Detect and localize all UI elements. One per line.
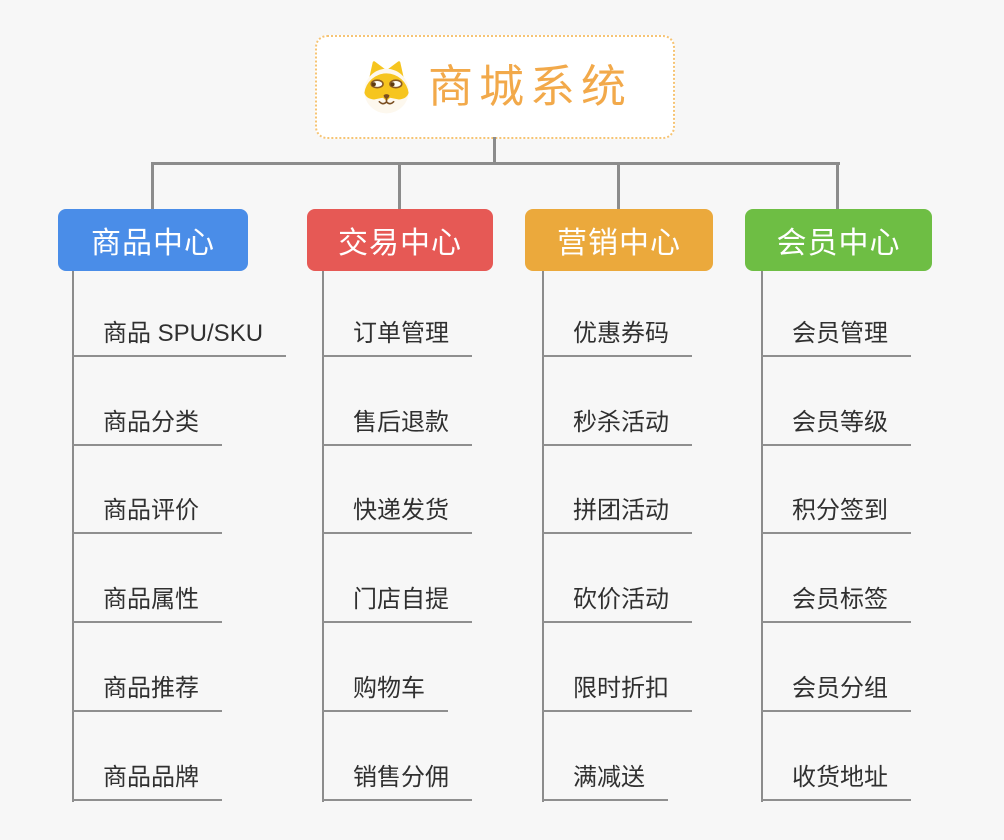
leaf-node[interactable]: 商品 SPU/SKU <box>72 318 287 357</box>
connector-branch-stub <box>617 162 620 210</box>
root-node[interactable]: 商城系统 <box>315 35 675 139</box>
leaf-node[interactable]: 收货地址 <box>761 762 911 801</box>
branch-trunk-line <box>72 271 74 802</box>
leaf-node[interactable]: 销售分佣 <box>322 762 472 801</box>
branch-trunk-line <box>322 271 324 802</box>
leaf-node[interactable]: 商品分类 <box>72 407 222 446</box>
leaf-node[interactable]: 砍价活动 <box>542 584 692 623</box>
leaf-node[interactable]: 订单管理 <box>322 318 472 357</box>
leaf-node[interactable]: 售后退款 <box>322 407 472 446</box>
leaf-node[interactable]: 商品评价 <box>72 495 222 534</box>
leaf-node[interactable]: 门店自提 <box>322 584 472 623</box>
branch-trunk-line <box>761 271 763 802</box>
connector-root-stem <box>493 137 496 163</box>
leaf-node[interactable]: 满减送 <box>542 762 668 801</box>
connector-horizontal-bar <box>151 162 840 165</box>
branch-node-members[interactable]: 会员中心 <box>745 209 932 271</box>
leaf-node[interactable]: 商品推荐 <box>72 673 222 712</box>
branch-node-products[interactable]: 商品中心 <box>58 209 248 271</box>
leaf-node[interactable]: 商品品牌 <box>72 762 222 801</box>
branch-node-trade[interactable]: 交易中心 <box>307 209 493 271</box>
leaf-node[interactable]: 快递发货 <box>322 495 472 534</box>
leaf-node[interactable]: 优惠券码 <box>542 318 692 357</box>
leaf-node[interactable]: 商品属性 <box>72 584 222 623</box>
connector-branch-stub <box>836 162 839 210</box>
leaf-node[interactable]: 秒杀活动 <box>542 407 692 446</box>
leaf-node[interactable]: 积分签到 <box>761 495 911 534</box>
leaf-node[interactable]: 会员管理 <box>761 318 911 357</box>
leaf-node[interactable]: 拼团活动 <box>542 495 692 534</box>
leaf-node[interactable]: 会员分组 <box>761 673 911 712</box>
connector-branch-stub <box>398 162 401 210</box>
leaf-node[interactable]: 会员标签 <box>761 584 911 623</box>
leaf-node[interactable]: 购物车 <box>322 673 448 712</box>
root-title: 商城系统 <box>427 60 632 112</box>
leaf-node[interactable]: 限时折扣 <box>542 673 692 712</box>
branch-node-marketing[interactable]: 营销中心 <box>525 209 713 271</box>
dog-face-icon <box>364 60 409 113</box>
leaf-node[interactable]: 会员等级 <box>761 407 911 446</box>
connector-branch-stub <box>151 162 154 210</box>
branch-trunk-line <box>542 271 544 802</box>
